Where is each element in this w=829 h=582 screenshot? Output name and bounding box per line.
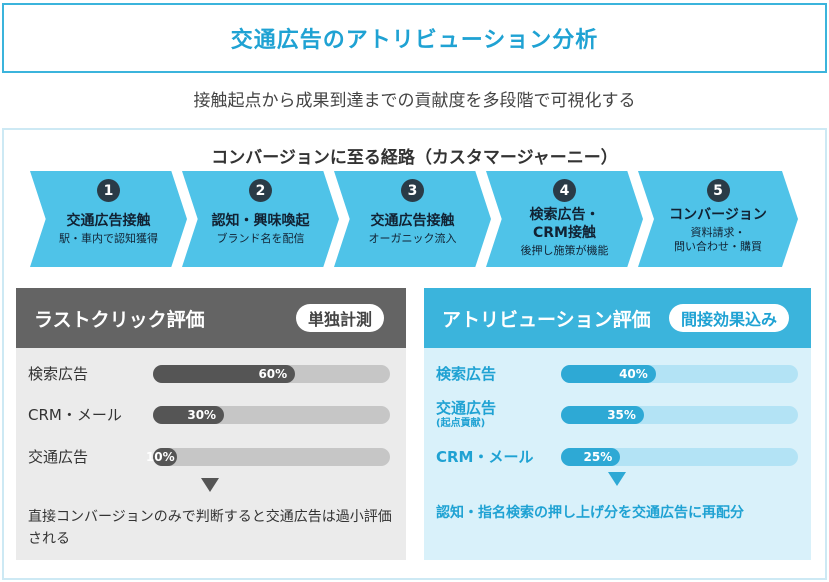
step-description: 駅・車内で認知獲得 — [59, 232, 158, 245]
journey-steps: 1 交通広告接触 駅・車内で認知獲得 2 認知・興味喚起 ブランド名を配信 3 … — [0, 171, 829, 267]
bar-fill: 60% — [153, 365, 296, 383]
step-number-badge: 4 — [553, 179, 576, 202]
step-description: 後押し施策が機能 — [520, 244, 609, 257]
bar-value-label: 30% — [187, 408, 217, 422]
down-arrow-icon — [201, 478, 219, 492]
bar-fill: 25% — [561, 448, 621, 466]
step-title: 交通広告接触 — [370, 213, 455, 229]
bar-track: 35% — [561, 406, 798, 424]
bar-row: 交通広告 (起点貢献) 35% — [424, 399, 811, 429]
attribution-header: アトリビューション評価 間接効果込み — [424, 288, 811, 348]
attribution-panel: アトリビューション評価 間接効果込み 検索広告 40% 交通広告 (起点貢献) … — [424, 288, 811, 560]
page-subtitle: 接触起点から成果到達までの貢献度を多段階で可視化する — [193, 91, 636, 111]
page-title: 交通広告のアトリビューション分析 — [230, 28, 599, 53]
bar-value-label: 60% — [258, 367, 288, 381]
bar-label: CRM・メール — [28, 406, 122, 424]
bar-track: 40% — [561, 365, 798, 383]
bar-fill: 40% — [561, 365, 656, 383]
attribution-title: アトリビューション評価 — [442, 308, 651, 331]
bar-label-sub: (起点貢献) — [436, 418, 486, 429]
bar-row: 検索広告 60% — [16, 358, 406, 388]
bar-label: 検索広告 — [436, 365, 497, 383]
bar-label: 検索広告 — [28, 365, 89, 383]
bar-fill: 30% — [153, 406, 225, 424]
step-description: オーガニック流入 — [368, 232, 457, 245]
step-title: 検索広告・ CRM接触 — [529, 207, 600, 241]
step-number-badge: 2 — [249, 179, 272, 202]
last-click-title: ラストクリック評価 — [34, 308, 205, 331]
journey-step-2: 2 認知・興味喚起 ブランド名を配信 — [182, 171, 339, 267]
bar-label-main: 交通広告 — [436, 399, 497, 417]
step-title: コンバージョン — [669, 207, 767, 223]
bar-row: 検索広告 40% — [424, 358, 811, 388]
bar-value-label: 10% — [145, 450, 175, 464]
bar-track: 25% — [561, 448, 798, 466]
bar-track: 60% — [153, 365, 390, 383]
last-click-header: ラストクリック評価 単独計測 — [16, 288, 406, 348]
step-description: ブランド名を配信 — [216, 232, 305, 245]
bar-value-label: 35% — [607, 408, 636, 422]
step-description: 資料請求・ 問い合わせ・購買 — [674, 226, 762, 253]
attribution-badge: 間接効果込み — [668, 304, 789, 332]
last-click-note: 直接コンバージョンのみで判断すると交通広告は過小評価される — [28, 509, 392, 547]
step-number-badge: 1 — [97, 179, 120, 202]
bar-value-label: 25% — [583, 450, 613, 464]
down-arrow-icon — [608, 472, 626, 486]
journey-step-5: 5 コンバージョン 資料請求・ 問い合わせ・購買 — [638, 171, 798, 267]
last-click-panel: ラストクリック評価 単独計測 検索広告 60% CRM・メール 30% 交通広告… — [16, 288, 406, 560]
bar-track: 10% — [146, 448, 390, 466]
bar-fill: 35% — [561, 406, 644, 424]
bar-label: CRM・メール — [436, 448, 534, 466]
bar-value-label: 40% — [619, 367, 648, 381]
last-click-badge: 単独計測 — [295, 304, 384, 332]
step-title: 交通広告接触 — [66, 213, 151, 229]
journey-step-3: 3 交通広告接触 オーガニック流入 — [334, 171, 491, 267]
step-title: 認知・興味喚起 — [211, 213, 310, 229]
bar-label: 交通広告 — [28, 448, 89, 466]
journey-step-4: 4 検索広告・ CRM接触 後押し施策が機能 — [486, 171, 643, 267]
bar-label: 交通広告 (起点貢献) — [436, 397, 496, 430]
bar-row: CRM・メール 25% — [424, 441, 811, 471]
step-number-badge: 5 — [706, 179, 730, 202]
bar-fill: 10% — [146, 448, 177, 466]
bar-track: 30% — [153, 406, 390, 424]
attribution-note: 認知・指名検索の押し上げ分を交通広告に再配分 — [436, 505, 744, 521]
bar-row: CRM・メール 30% — [16, 399, 406, 429]
step-number-badge: 3 — [401, 179, 424, 202]
journey-step-1: 1 交通広告接触 駅・車内で認知獲得 — [30, 171, 187, 267]
bar-row: 交通広告 10% — [16, 441, 406, 471]
journey-title: コンバージョンに至る経路（カスタマージャーニー） — [211, 148, 618, 168]
title-box: 交通広告のアトリビューション分析 — [2, 3, 827, 73]
